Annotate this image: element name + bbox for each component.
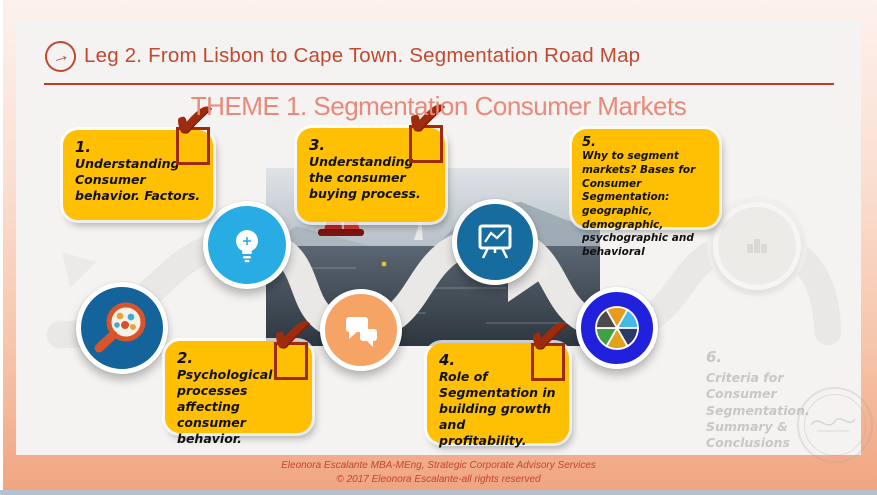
checkmark-step-2: ✔: [267, 305, 316, 380]
milestone-criteria-conclusions: [713, 202, 801, 290]
checkmark-icon: ✔: [524, 305, 574, 369]
step-number: 4.: [439, 351, 456, 369]
step-box-5: 5. Why to segment markets? Bases for Con…: [572, 129, 719, 258]
footer-line-1: Eleonora Escalante MBA-MEng, Strategic C…: [281, 460, 596, 471]
lightbulb-icon: [236, 230, 258, 263]
chat-bubbles-icon: [346, 317, 377, 347]
title-underline: [44, 83, 834, 85]
step-number: 6.: [706, 348, 723, 366]
page-title: Leg 2. From Lisbon to Cape Town. Segment…: [84, 44, 641, 67]
presentation-chart-icon: [478, 224, 512, 259]
milestone-psychological-processes: [320, 289, 402, 371]
step-text: Criteria for Consumer Segmentation. Summ…: [706, 370, 810, 450]
left-margin-strip: [0, 0, 3, 495]
step-number: 2.: [177, 349, 194, 367]
checkmark-step-3: ✔: [402, 88, 451, 163]
watermark-stamp: [797, 387, 873, 463]
arrow-glyph: →: [48, 43, 72, 69]
step-box-3: 3. Understanding the consumer buying pro…: [297, 128, 445, 222]
checkmark-step-1: ✔: [169, 90, 218, 165]
checkbox-outline: [176, 127, 210, 165]
checkbox-outline: [409, 125, 443, 163]
checkmark-icon: ✔: [267, 304, 317, 368]
step-text: Role of Segmentation in building growth …: [439, 368, 556, 448]
step-text: Understanding Consumer behavior. Factors…: [75, 155, 201, 203]
step-text-6: 6. Criteria for Consumer Segmentation. S…: [706, 348, 856, 451]
milestone-consumer-research: [76, 282, 168, 374]
step-number: 1.: [75, 138, 92, 156]
theme-subtitle: THEME 1. Segmentation Consumer Markets: [190, 91, 687, 121]
milestone-buying-process: [452, 199, 538, 285]
milestone-segmentation-bases: [576, 287, 658, 369]
step-box-4: 4. Role of Segmentation in building grow…: [427, 343, 569, 448]
bottom-edge-strip: [0, 490, 877, 495]
milestone-consumer-behavior: [203, 201, 291, 289]
checkmark-step-4: ✔: [524, 306, 573, 381]
podium-ghost-icon: [747, 239, 767, 253]
step-text: Psychological processes affecting consum…: [177, 366, 273, 446]
step-text: Understanding the consumer buying proces…: [309, 153, 421, 201]
magnifier-people-icon: [94, 302, 146, 353]
step-number: 5.: [582, 135, 596, 150]
footer-credit: Eleonora Escalante MBA-MEng, Strategic C…: [0, 459, 877, 487]
pie-chart-icon: [595, 306, 639, 350]
step-text: Why to segment markets? Bases for Consum…: [582, 150, 696, 258]
step-number: 3.: [309, 136, 326, 154]
footer-line-2: © 2017 Eleonora Escalante-all rights res…: [336, 474, 541, 485]
step-box-2: 2. Psychological processes affecting con…: [165, 341, 312, 446]
step-box-1: 1. Understanding Consumer behavior. Fact…: [63, 130, 213, 220]
